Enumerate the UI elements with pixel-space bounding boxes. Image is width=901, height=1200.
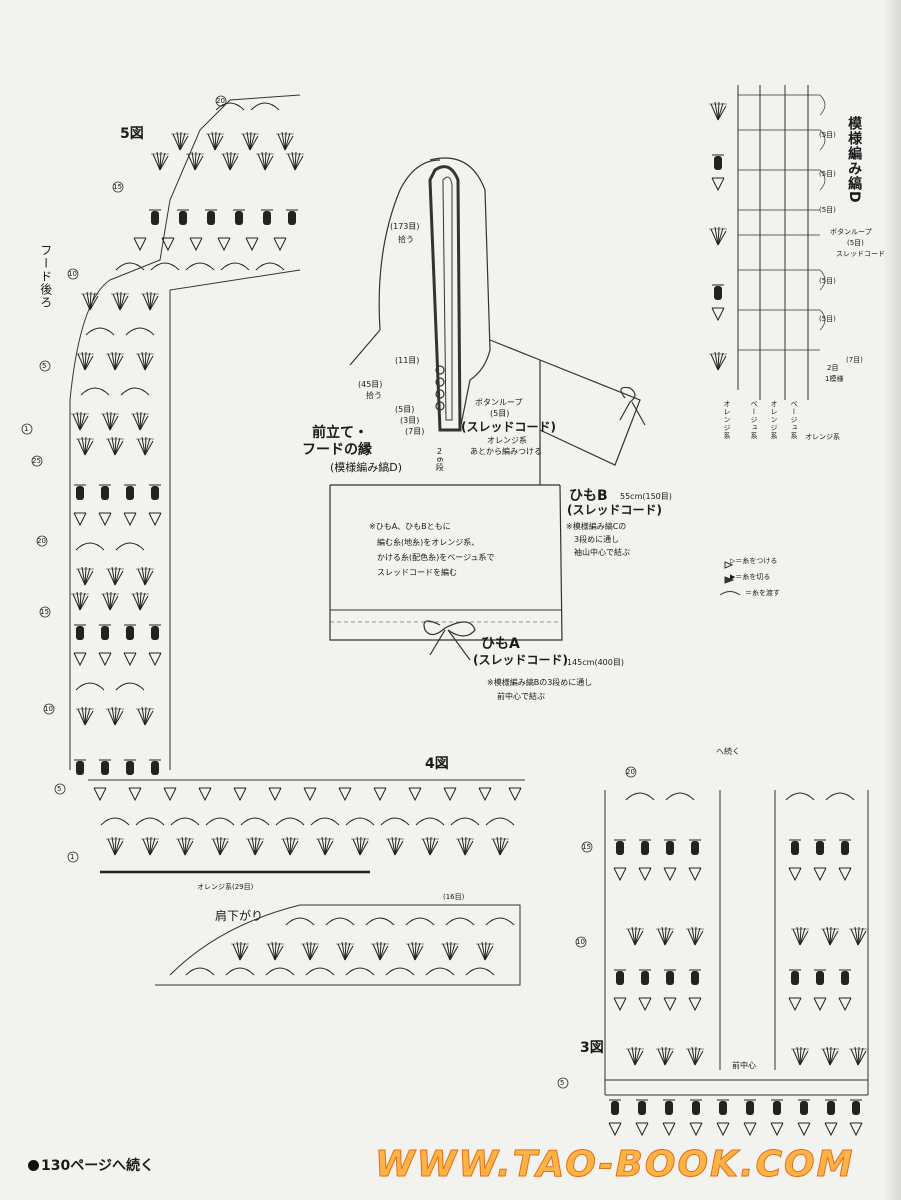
fig4-orange-29: オレンジ系(29目) <box>197 883 254 891</box>
pattern-d-rep-5: (5目) <box>819 315 836 323</box>
row-marker-10: 10 <box>68 270 77 278</box>
tie-b-title: ひもB <box>569 488 608 504</box>
stitch-45-sub: 拾う <box>366 391 382 400</box>
tie-b-note-1: ※模様編み縞Cの <box>566 522 627 531</box>
row-marker-5b: 5 <box>57 785 62 793</box>
row-marker-20b: 20 <box>37 537 46 545</box>
continue-footer: 130ページへ続く <box>28 1155 154 1175</box>
row-marker-10b: 10 <box>44 705 53 713</box>
attach-later-label: あとから編みつける <box>470 447 542 456</box>
front-edge-title-3: (模様編み縞D) <box>330 461 403 474</box>
body-note-2: 編む糸(地糸)をオレンジ系、 <box>377 538 480 547</box>
row-marker-1b: 1 <box>70 853 75 861</box>
legend-cut: ▶＝糸を切る <box>730 573 771 581</box>
row-marker-1: 1 <box>24 425 29 433</box>
tie-b-length: 55cm(150目) <box>620 492 672 501</box>
tie-b-note-2: 3段めに通し <box>574 535 620 544</box>
pattern-d-rep-7: (7目) <box>846 356 863 364</box>
body-note-1: ※ひもA、ひもBともに <box>369 522 451 531</box>
front-edge-title-2: フードの縁 <box>302 442 372 458</box>
stitch-3-label: (3目) <box>400 416 420 425</box>
rows-6-label: 6段 <box>435 457 445 473</box>
legend-carry: ＝糸を渡す <box>745 589 780 597</box>
pattern-d-rep-2: (5目) <box>819 170 836 178</box>
pattern-d-rep-1: (5目) <box>819 131 836 139</box>
tie-a-title: ひもA <box>481 636 520 652</box>
button-loop-label: ボタンループ <box>475 398 523 407</box>
button-loop-stitch: (5目) <box>490 409 510 418</box>
figure-4-title: 4図 <box>425 756 449 772</box>
stitch-5-label: (5目) <box>395 405 415 414</box>
stitch-7-label: (7目) <box>405 427 425 436</box>
continue-footer-text: 130ページへ続く <box>41 1158 154 1174</box>
hood-back-label: フード後ろ <box>38 244 53 309</box>
row-marker-20: 20 <box>216 97 225 105</box>
body-note-3: かける糸(配色糸)をベージュ系で <box>377 553 495 562</box>
pattern-d-two-st-sub: 1模様 <box>825 375 844 383</box>
stitch-45-label: (45目) <box>358 380 383 389</box>
row-marker-25: 25 <box>32 457 41 465</box>
fig4-stitch-16: (16目) <box>443 893 465 901</box>
legend-attach: ▷＝糸をつける <box>730 557 778 565</box>
pattern-d-title: 模様編み縞D <box>846 116 863 204</box>
shoulder-slope-label: 肩下がり <box>215 909 264 923</box>
row-marker-5c: 5 <box>560 1079 565 1087</box>
pattern-d-orange-b: オレンジ系 <box>770 400 779 440</box>
orange-label: オレンジ系 <box>487 436 527 445</box>
pattern-d-rep-4: (5目) <box>819 277 836 285</box>
front-edge-title-1: 前立て・ <box>312 425 368 441</box>
pattern-d-two-st: 2目 <box>827 364 839 372</box>
rows-2-label: 2 <box>437 447 443 456</box>
figure-5-title: 5図 <box>120 126 144 142</box>
tie-a-length: 145cm(400目) <box>567 658 624 667</box>
row-marker-15c: 15 <box>582 843 591 851</box>
pattern-d-beige-b: ベージュ系 <box>790 400 799 440</box>
row-marker-15: 15 <box>113 183 122 191</box>
pattern-d-thread-cord: スレッドコード <box>836 250 885 258</box>
continue-label: へ続く <box>716 747 740 756</box>
row-marker-5: 5 <box>42 362 47 370</box>
tie-b-note-3: 袖山中心で結ぶ <box>574 548 630 557</box>
pattern-d-beige-a: ベージュ系 <box>750 400 759 440</box>
tie-b-cord: (スレッドコード) <box>567 503 662 517</box>
site-watermark: WWW.TAO-BOOK.COM <box>374 1144 855 1186</box>
tie-a-note-1: ※模様編み縞Bの3段めに通し <box>487 678 593 687</box>
row-marker-10c: 10 <box>576 938 585 946</box>
row-marker-15b: 15 <box>40 608 49 616</box>
stitch-11-label: (11目) <box>395 356 420 365</box>
page-edge-shadow <box>883 0 901 1200</box>
row-marker-20c: 20 <box>626 768 635 776</box>
pattern-d-button-loop: ボタンループ <box>830 228 872 236</box>
body-note-4: スレッドコードを編む <box>377 568 457 577</box>
thread-cord-label: (スレッドコード) <box>461 420 556 434</box>
bullet-icon <box>28 1160 39 1171</box>
tie-a-cord: (スレッドコード) <box>473 653 568 667</box>
pattern-d-button-loop-st: (5目) <box>847 239 864 247</box>
pattern-d-rep-3: (5目) <box>819 206 836 214</box>
figure-3-title: 3図 <box>580 1040 604 1056</box>
pickup-173-sub: 拾う <box>398 235 414 244</box>
front-center-label: 前中心 <box>732 1061 756 1070</box>
tie-a-note-2: 前中心で結ぶ <box>497 692 545 701</box>
pattern-d-orange-a: オレンジ系 <box>723 400 732 440</box>
pattern-d-orange-c: オレンジ系 <box>805 433 840 441</box>
pickup-173-label: (173目) <box>390 222 420 231</box>
